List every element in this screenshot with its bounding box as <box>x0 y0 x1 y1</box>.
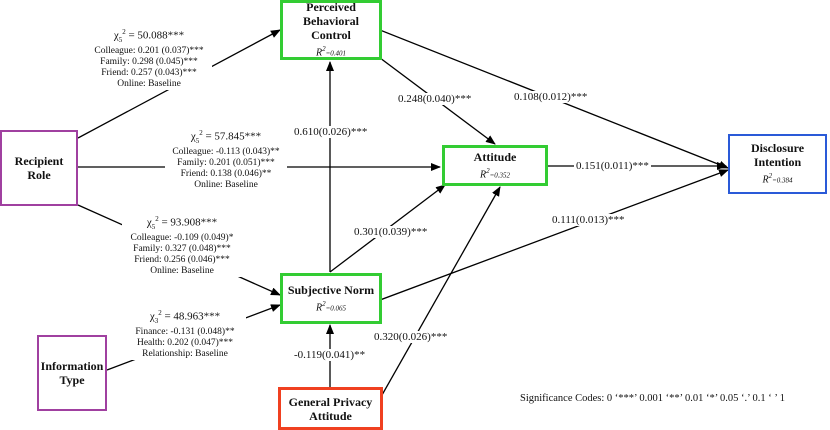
coef-line: Family: 0.298 (0.045)*** <box>100 56 198 67</box>
chi-square-recipient-attitude: χ52 = 57.845*** <box>190 129 262 145</box>
coef-line: Friend: 0.138 (0.046)** <box>180 168 272 179</box>
pbc-title-line2: Behavioral Control <box>303 14 359 43</box>
path-label-sn-disclosure: 0.111(0.013)*** <box>550 214 627 226</box>
coef-line: Family: 0.327 (0.048)*** <box>133 243 231 254</box>
subjective-norm-title: Subjective Norm <box>287 282 375 297</box>
significance-codes: Significance Codes: 0 ‘***’ 0.001 ‘**’ 0… <box>520 393 785 404</box>
privacy-title-line2: Attitude <box>309 408 352 423</box>
recipient-title-line1: Recipient <box>14 154 64 168</box>
path-label-sn-pbc: 0.610(0.026)*** <box>292 126 370 138</box>
coef-line: Finance: -0.131 (0.048)** <box>135 326 235 337</box>
coef-line: Colleague: -0.113 (0.043)** <box>172 146 280 157</box>
coef-line: Health: 0.202 (0.047)*** <box>136 337 234 348</box>
chi-square-recipient-sn: χ52 = 93.908*** <box>146 215 218 231</box>
disclosure-title-line1: Disclosure <box>750 141 805 156</box>
coef-line: Online: Baseline <box>117 78 181 89</box>
path-label-sn-attitude: 0.301(0.039)*** <box>352 226 430 238</box>
arrow-privacy-to-attitude <box>381 186 501 396</box>
disclosure-title-line2: Intention <box>753 155 802 170</box>
path-label-privacy-sn: -0.119(0.041)** <box>292 349 368 361</box>
node-recipient-role: Recipient Role <box>0 130 78 206</box>
node-attitude: Attitude R2=0.352 <box>442 145 548 186</box>
coef-line: Colleague: -0.109 (0.049)* <box>130 232 234 243</box>
coef-line: Relationship: Baseline <box>142 348 228 359</box>
block-recipient-attitude: χ52 = 57.845*** Colleague: -0.113 (0.043… <box>165 128 287 191</box>
attitude-r2: R2=0.352 <box>479 166 511 181</box>
attitude-title: Attitude <box>473 149 517 164</box>
block-info-sn: χ32 = 48.963*** Finance: -0.131 (0.048)*… <box>124 308 246 360</box>
coef-line: Family: 0.201 (0.051)*** <box>177 157 275 168</box>
info-title-line2: Type <box>59 373 85 387</box>
path-label-pbc-disclosure: 0.108(0.012)*** <box>512 91 590 103</box>
path-label-pbc-attitude: 0.248(0.040)*** <box>396 93 474 105</box>
arrow-sn-to-disclosure <box>379 169 729 301</box>
path-label-attitude-disclosure: 0.151(0.011)*** <box>574 160 651 172</box>
block-recipient-pbc: χ52 = 50.088*** Colleague: 0.201 (0.037)… <box>86 27 212 90</box>
privacy-title-line1: General Privacy <box>288 394 373 409</box>
info-title-line1: Information <box>40 359 104 373</box>
block-recipient-sn: χ52 = 93.908*** Colleague: -0.109 (0.049… <box>122 214 242 277</box>
node-perceived-behavioral-control: Perceived Behavioral Control R2=0.401 <box>280 0 382 60</box>
disclosure-r2: R2=0.384 <box>762 172 793 186</box>
node-general-privacy-attitude: General Privacy Attitude <box>278 387 383 430</box>
node-information-type: Information Type <box>37 335 107 411</box>
node-disclosure-intention: Disclosure Intention R2=0.384 <box>728 134 827 194</box>
chi-square-info-sn: χ32 = 48.963*** <box>149 309 221 325</box>
pbc-r2: R2=0.401 <box>315 45 347 59</box>
path-label-privacy-attitude: 0.320(0.026)*** <box>372 331 450 343</box>
pbc-title-line1: Perceived <box>306 0 356 15</box>
coef-line: Colleague: 0.201 (0.037)*** <box>94 45 204 56</box>
recipient-title-line2: Role <box>27 168 51 182</box>
chi-square-recipient-pbc: χ52 = 50.088*** <box>113 28 185 44</box>
subjective-norm-r2: R2=0.065 <box>315 299 347 314</box>
node-subjective-norm: Subjective Norm R2=0.065 <box>280 273 382 324</box>
coef-line: Friend: 0.256 (0.046)*** <box>134 254 230 265</box>
coef-line: Online: Baseline <box>150 265 214 276</box>
coef-line: Friend: 0.257 (0.043)*** <box>101 67 197 78</box>
coef-line: Online: Baseline <box>194 179 258 190</box>
